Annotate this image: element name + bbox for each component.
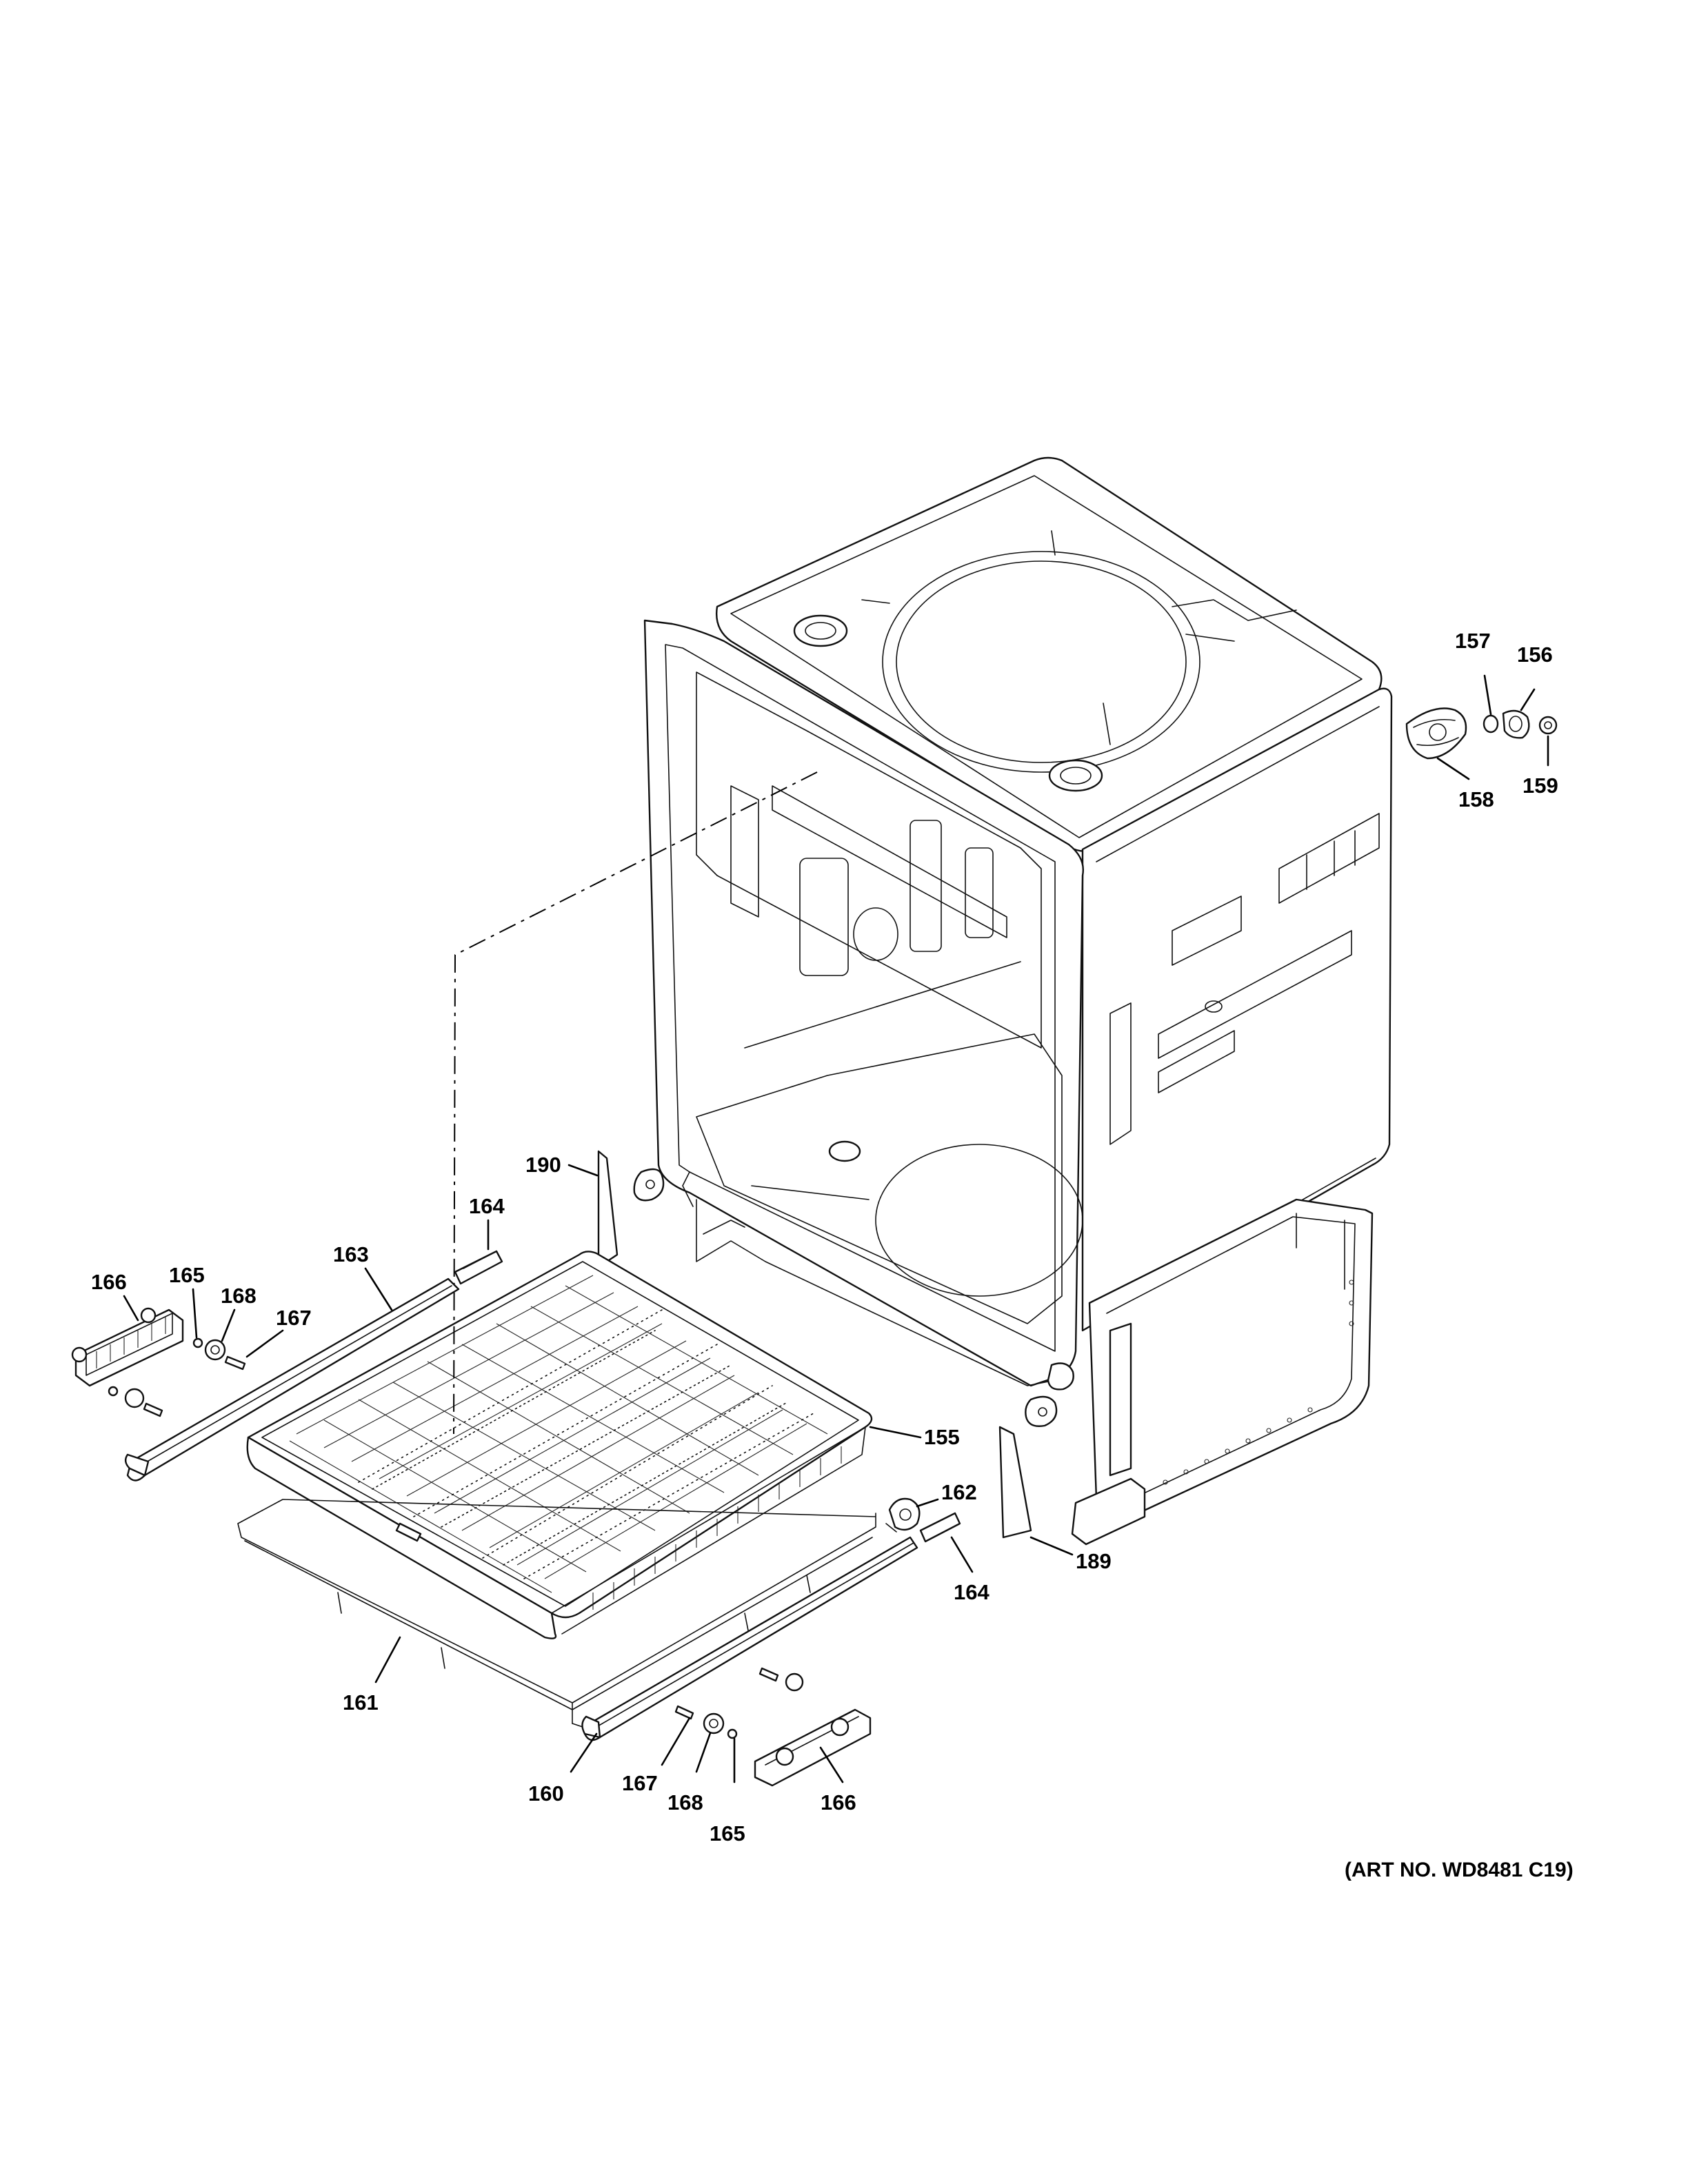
label-162: 162 [941, 1480, 977, 1504]
part-190-wedge [597, 1150, 619, 1266]
part-167-screw-left [224, 1355, 246, 1371]
label-161: 161 [343, 1690, 379, 1715]
part-157-washer [1483, 714, 1499, 734]
part-167-screw-right [674, 1705, 694, 1720]
part-189-wedge [998, 1426, 1032, 1539]
label-167-left: 167 [276, 1306, 312, 1330]
label-164-lower: 164 [954, 1580, 989, 1604]
label-163: 163 [333, 1242, 369, 1266]
label-158: 158 [1458, 787, 1494, 811]
label-164-upper: 164 [469, 1194, 505, 1218]
part-156-fitting [1502, 709, 1530, 739]
left-hardware [108, 1337, 246, 1417]
part-155-dish-rack [246, 1251, 873, 1639]
label-166-left: 166 [91, 1270, 127, 1294]
alignment-leader [453, 771, 818, 1435]
part-166-roller-block-right [754, 1708, 872, 1787]
label-155: 155 [924, 1425, 960, 1449]
part-159-nut [1538, 716, 1558, 735]
callout-labels: 155 156 157 158 159 160 161 162 163 164 … [91, 629, 1558, 1846]
base-frame [1071, 1198, 1374, 1546]
part-168-roller-left [204, 1339, 226, 1361]
leader-lines [123, 674, 1549, 1783]
part-162-clip [885, 1497, 921, 1533]
part-164-stop-upper [454, 1250, 503, 1285]
part-165-washer-left [192, 1337, 203, 1348]
label-189: 189 [1076, 1549, 1112, 1573]
label-157: 157 [1455, 629, 1491, 653]
part-158-bracket [1405, 707, 1467, 760]
label-156: 156 [1517, 643, 1553, 667]
label-168-right: 168 [667, 1790, 703, 1814]
part-168-roller-right [703, 1712, 725, 1735]
label-160: 160 [528, 1781, 564, 1806]
art-number: (ART NO. WD8481 C19) [1345, 1859, 1574, 1881]
label-167-right: 167 [622, 1771, 658, 1795]
label-166-right: 166 [821, 1790, 856, 1814]
label-165-left: 165 [169, 1263, 205, 1287]
part-165-washer-right [727, 1728, 738, 1739]
part-161-wire-frame [237, 1499, 876, 1731]
label-168-left: 168 [221, 1284, 257, 1308]
part-164-stop-lower [919, 1512, 961, 1543]
right-hardware [674, 1667, 804, 1739]
tub-assembly [633, 456, 1393, 1427]
part-163-rail [124, 1277, 460, 1482]
part-166-roller-block-left [71, 1307, 184, 1387]
label-165-right: 165 [710, 1821, 745, 1846]
label-159: 159 [1523, 774, 1558, 798]
label-190: 190 [525, 1153, 561, 1177]
